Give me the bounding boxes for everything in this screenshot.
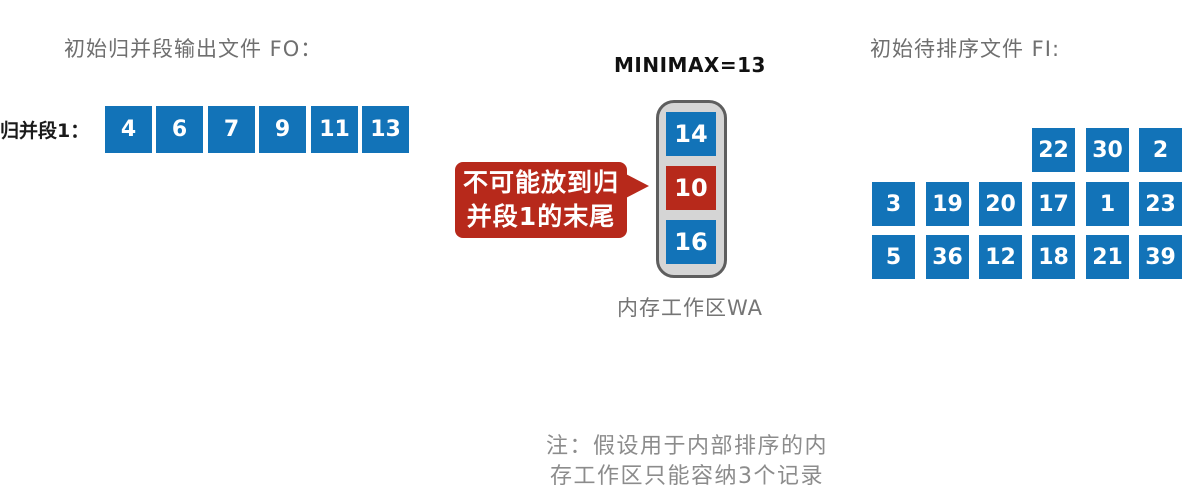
fo-title: 初始归并段输出文件 FO： bbox=[64, 37, 323, 61]
footnote: 注：假设用于内部排序的内 存工作区只能容纳3个记录 bbox=[437, 432, 937, 492]
fi-record-cell: 19 bbox=[926, 182, 969, 226]
fo-record-cell: 9 bbox=[259, 106, 306, 153]
fo-record-cell: 13 bbox=[362, 106, 409, 153]
fo-record-cell: 7 bbox=[208, 106, 255, 153]
fo-record-cell: 4 bbox=[105, 106, 152, 153]
fi-title: 初始待排序文件 FI: bbox=[870, 37, 1061, 61]
fi-record-cell: 12 bbox=[979, 235, 1022, 279]
fi-record-cell: 17 bbox=[1032, 182, 1075, 226]
callout-line1: 不可能放到归 bbox=[462, 168, 619, 197]
fi-record-cell: 5 bbox=[872, 235, 915, 279]
fi-record-cell: 21 bbox=[1086, 235, 1129, 279]
fi-record-cell: 39 bbox=[1139, 235, 1182, 279]
fi-record-cell: 2 bbox=[1139, 128, 1182, 172]
fi-record-cell: 1 bbox=[1086, 182, 1129, 226]
callout-line2: 并段1的末尾 bbox=[466, 202, 616, 231]
fi-record-cell: 20 bbox=[979, 182, 1022, 226]
wa-caption: 内存工作区WA bbox=[617, 296, 763, 320]
wa-record-cell: 16 bbox=[666, 220, 716, 264]
fi-record-cell: 3 bbox=[872, 182, 915, 226]
fo-record-cell: 6 bbox=[156, 106, 203, 153]
fo-record-cell: 11 bbox=[311, 106, 358, 153]
fi-record-cell: 36 bbox=[926, 235, 969, 279]
minimax-label: MINIMAX=13 bbox=[614, 53, 766, 77]
wa-record-cell: 14 bbox=[666, 112, 716, 156]
fi-record-cell: 23 bbox=[1139, 182, 1182, 226]
wa-record-cell-highlighted: 10 bbox=[666, 166, 716, 210]
callout-bubble: 不可能放到归 并段1的末尾 bbox=[455, 162, 627, 238]
segment1-label: 归并段1： bbox=[0, 120, 90, 142]
footnote-line2: 存工作区只能容纳3个记录 bbox=[550, 464, 824, 489]
footnote-line1: 注：假设用于内部排序的内 bbox=[545, 434, 828, 459]
fi-record-cell: 30 bbox=[1086, 128, 1129, 172]
callout-arrow bbox=[622, 172, 649, 200]
fi-record-cell: 18 bbox=[1032, 235, 1075, 279]
fi-record-cell: 22 bbox=[1032, 128, 1075, 172]
